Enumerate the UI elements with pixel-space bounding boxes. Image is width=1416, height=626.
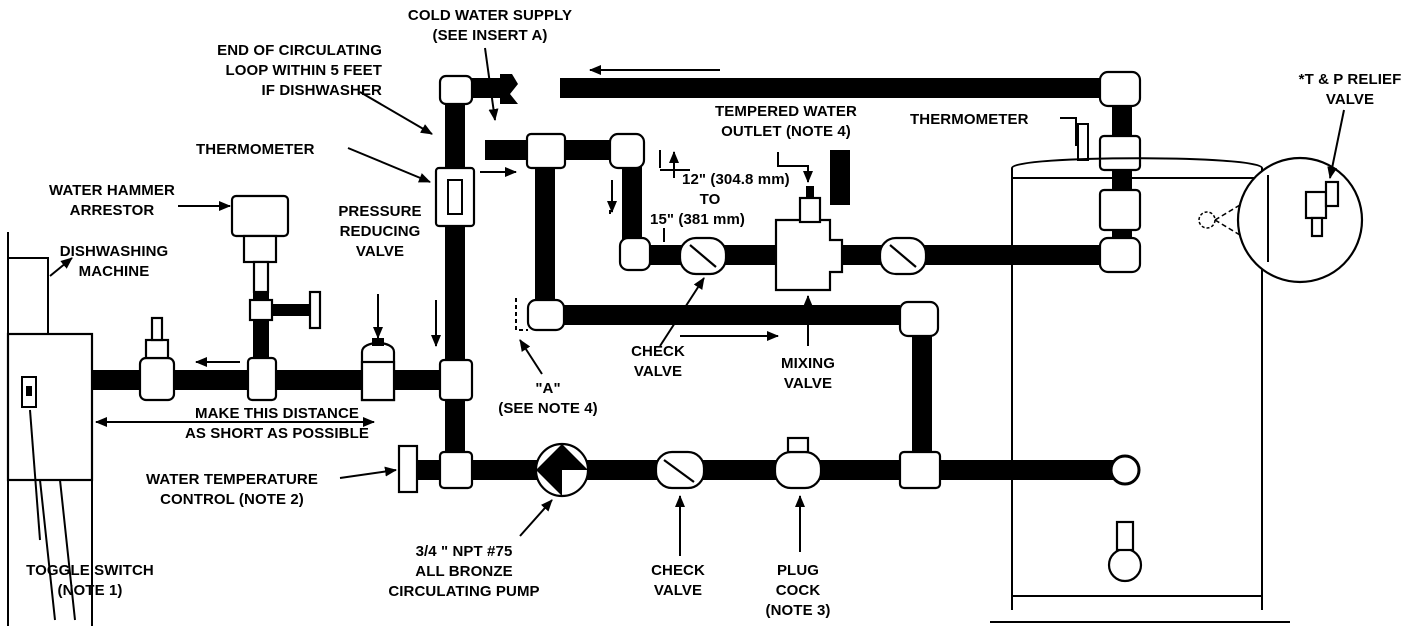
plug-cock-label: PLUG (777, 562, 819, 579)
dishwashing-machine (6, 232, 94, 626)
pressure-reducing-valve (360, 338, 396, 402)
svg-text:VALVE: VALVE (634, 363, 682, 380)
svg-text:CIRCULATING PUMP: CIRCULATING PUMP (388, 583, 539, 600)
water-heater (990, 156, 1364, 623)
svg-text:VALVE: VALVE (356, 243, 404, 260)
svg-text:REDUCING: REDUCING (340, 223, 421, 240)
thermometer-left-label: THERMOMETER (196, 141, 315, 158)
svg-text:LOOP WITHIN 5 FEET: LOOP WITHIN 5 FEET (225, 62, 382, 79)
svg-text:COCK: COCK (776, 582, 821, 599)
svg-text:TO: TO (700, 191, 721, 208)
pressure-reducing-valve-label: PRESSURE (338, 203, 421, 220)
water-hammer-arrestor (230, 194, 322, 402)
svg-text:VALVE: VALVE (784, 375, 832, 392)
gate-valve-left (138, 316, 176, 402)
arrows (195, 65, 779, 367)
svg-text:OUTLET (NOTE 4): OUTLET (NOTE 4) (721, 123, 851, 140)
toggle-switch-label: TOGGLE SWITCH (26, 562, 154, 579)
labels: COLD WATER SUPPLY (SEE INSERT A) END OF … (26, 7, 1401, 619)
mixing-valve-label: MIXING (781, 355, 835, 372)
fittings (138, 70, 1142, 498)
thermometer-right (1077, 123, 1089, 161)
tempered-water-outlet-label: TEMPERED WATER (715, 103, 857, 120)
end-of-loop-label: END OF CIRCULATING (217, 42, 382, 59)
thermometer-right-label: THERMOMETER (910, 111, 1029, 128)
circulating-pump-label: 3/4 " NPT #75 (416, 543, 513, 560)
svg-text:IF DISHWASHER: IF DISHWASHER (262, 82, 383, 99)
svg-text:(NOTE 1): (NOTE 1) (58, 582, 123, 599)
distance-note-label: 12" (304.8 mm) (682, 171, 790, 188)
insert-a-label: "A" (535, 380, 560, 397)
svg-text:VALVE: VALVE (1326, 91, 1374, 108)
check-valve-lower-label: CHECK (651, 562, 705, 579)
plug-cock (773, 436, 823, 490)
svg-text:(NOTE 3): (NOTE 3) (766, 602, 831, 619)
dishwashing-machine-label: DISHWASHING (60, 243, 169, 260)
water-hammer-arrestor-label: WATER HAMMER (49, 182, 175, 199)
check-valve-upper (678, 236, 728, 276)
svg-text:VALVE: VALVE (654, 582, 702, 599)
leaders (29, 47, 1345, 556)
mixing-valve (774, 186, 844, 292)
svg-text:(SEE NOTE 4): (SEE NOTE 4) (498, 400, 598, 417)
check-valve-upper-label: CHECK (631, 343, 685, 360)
svg-text:ARRESTOR: ARRESTOR (70, 202, 155, 219)
check-valve-lower (654, 450, 706, 490)
svg-text:CONTROL (NOTE 2): CONTROL (NOTE 2) (160, 491, 304, 508)
svg-text:ALL BRONZE: ALL BRONZE (415, 563, 512, 580)
tp-relief-valve-label: *T & P RELIEF (1299, 71, 1402, 88)
svg-text:AS SHORT AS POSSIBLE: AS SHORT AS POSSIBLE (185, 425, 369, 442)
svg-text:(SEE INSERT A): (SEE INSERT A) (432, 27, 547, 44)
svg-text:15" (381 mm): 15" (381 mm) (650, 211, 745, 228)
check-valve-right (878, 236, 928, 276)
svg-text:MACHINE: MACHINE (79, 263, 150, 280)
water-temperature-control-label: WATER TEMPERATURE (146, 471, 318, 488)
water-temperature-control (397, 444, 419, 494)
cold-water-supply-label: COLD WATER SUPPLY (408, 7, 572, 24)
circulating-pump (534, 442, 590, 498)
make-distance-short-label: MAKE THIS DISTANCE (195, 405, 359, 422)
